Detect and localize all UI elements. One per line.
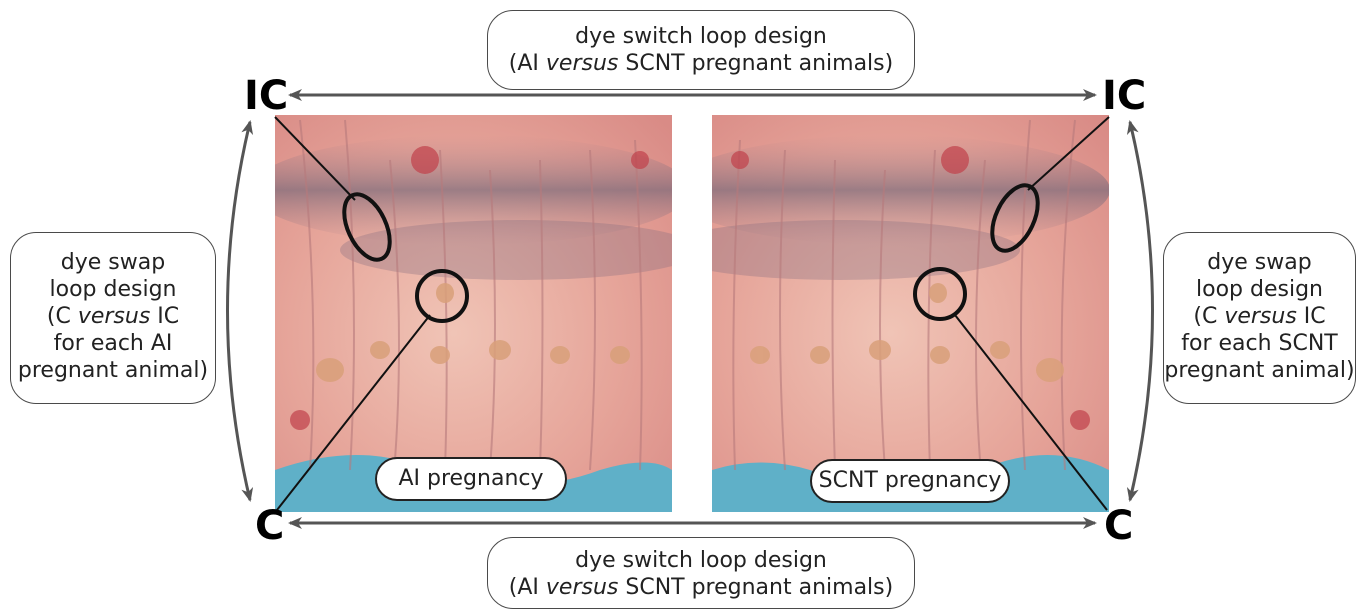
bottom-design-box: dye switch loop design (AI versus SCNT p… — [487, 537, 915, 609]
right-design-box: dye swap loop design (C versus IC for ea… — [1163, 232, 1356, 404]
tag-ic-top-left: IC — [244, 76, 288, 116]
left-box-line3: (C versus IC — [11, 303, 215, 330]
right-arrow — [1130, 122, 1153, 500]
tag-c-bottom-right: C — [1104, 506, 1133, 546]
left-box-line4: for each AI — [11, 330, 215, 357]
ai-pregnancy-photo — [250, 115, 700, 512]
right-box-line5: pregnant animal) — [1164, 357, 1355, 384]
bottom-box-line2: (AI versus SCNT pregnant animals) — [488, 574, 914, 601]
scnt-pregnancy-label: SCNT pregnancy — [810, 459, 1010, 503]
left-box-line5: pregnant animal) — [11, 357, 215, 384]
right-box-line4: for each SCNT — [1164, 330, 1355, 357]
top-box-line2: (AI versus SCNT pregnant animals) — [488, 50, 914, 77]
top-box-line1: dye switch loop design — [488, 23, 914, 50]
left-box-line1: dye swap — [11, 249, 215, 276]
left-design-box: dye swap loop design (C versus IC for ea… — [10, 232, 216, 404]
scnt-pregnancy-photo — [660, 115, 1110, 512]
right-box-line3: (C versus IC — [1164, 303, 1355, 330]
tag-c-bottom-left: C — [255, 506, 284, 546]
right-box-line1: dye swap — [1164, 249, 1355, 276]
bottom-box-line1: dye switch loop design — [488, 547, 914, 574]
left-box-line2: loop design — [11, 276, 215, 303]
top-design-box: dye switch loop design (AI versus SCNT p… — [487, 10, 915, 90]
tag-ic-top-right: IC — [1102, 76, 1146, 116]
right-box-line2: loop design — [1164, 276, 1355, 303]
ai-pregnancy-label: AI pregnancy — [375, 457, 567, 501]
left-arrow — [228, 122, 251, 500]
